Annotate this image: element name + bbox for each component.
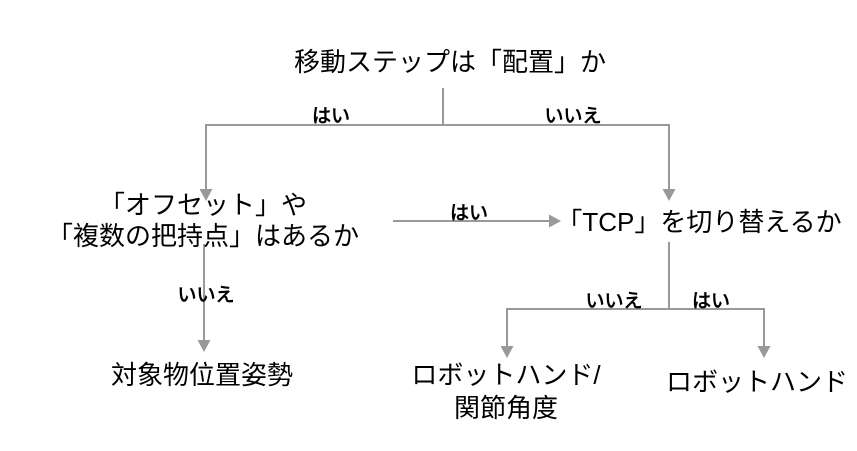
arrowhead-offset-yes	[549, 214, 561, 228]
edge-label-offset-no: いいえ	[177, 285, 235, 306]
arrowhead-tcp-yes	[757, 346, 771, 358]
node-offset-question-line1: 「オフセット」や	[98, 190, 308, 220]
node-leaf-hand-joint: ロボットハンド/ 関節角度	[411, 359, 600, 425]
node-offset-question: 「オフセット」や 「複数の把持点」はあるか	[47, 190, 359, 252]
edge-label-root-no: いいえ	[544, 106, 602, 127]
node-leaf-hand-joint-line1: ロボットハンド/	[411, 360, 601, 390]
node-tcp-question: 「TCP」を切り替えるか	[556, 207, 842, 237]
node-leaf-hand: ロボットハンド	[665, 367, 849, 397]
arrowhead-root-no	[662, 189, 676, 201]
edge-label-root-yes: はい	[311, 106, 351, 127]
arrowhead-root-yes	[199, 189, 213, 201]
node-offset-question-line2: 「複数の把持点」はあるか	[46, 221, 360, 251]
edge-label-tcp-no: いいえ	[585, 291, 643, 312]
edge-label-offset-yes: はい	[449, 203, 489, 224]
edge-label-tcp-yes: はい	[691, 291, 731, 312]
node-leaf-object-pose: 対象物位置姿勢	[110, 360, 294, 390]
arrowhead-offset-no	[197, 340, 211, 352]
node-leaf-hand-joint-line2: 関節角度	[453, 393, 559, 423]
node-root-question: 移動ステップは「配置」か	[293, 47, 607, 77]
arrowhead-tcp-no	[500, 346, 514, 358]
edge-lines	[203, 88, 765, 347]
edge-arrowheads	[197, 189, 771, 358]
